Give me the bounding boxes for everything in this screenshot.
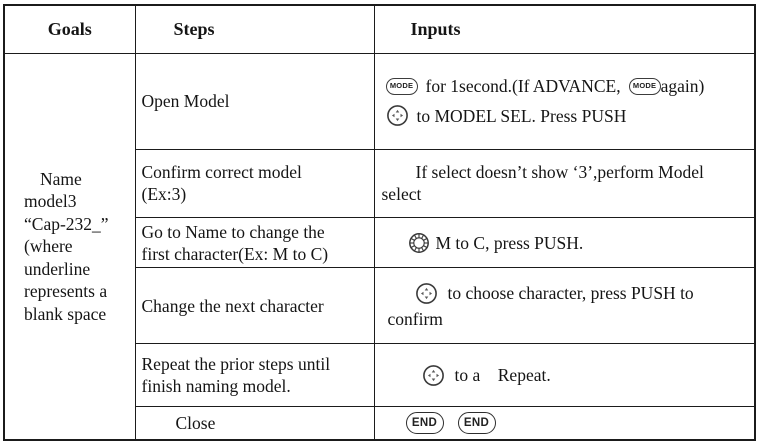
table-row: Go to Name to change the first character… <box>4 216 756 269</box>
inputs-text: for 1second.(If ADVANCE, <box>425 76 621 97</box>
inputs-text: M to C, press PUSH. <box>435 232 584 253</box>
end-button-label: END <box>463 417 490 430</box>
inputs-go-to-name: M to C, press PUSH. <box>373 216 756 269</box>
end-button-icon: END <box>405 412 444 435</box>
inputs-text: confirm <box>387 308 443 329</box>
inputs-text: select <box>381 184 422 205</box>
goals-line: underline <box>24 258 91 279</box>
goals-line: “Cap-232_” <box>24 213 109 234</box>
inputs-line: MODE for 1second.(If ADVANCE, MODE again… <box>385 75 755 97</box>
end-button-icon: END <box>457 412 496 435</box>
goals-line: model3 <box>24 191 77 212</box>
inputs-text: to choose character, press PUSH to <box>447 283 694 304</box>
step-confirm-model: Confirm correct model (Ex:3) <box>134 148 375 218</box>
goals-line: (where <box>24 236 73 257</box>
inputs-repeat: to a Repeat. <box>373 343 756 408</box>
inputs-line: to a Repeat. <box>422 364 755 387</box>
goals-line: Name <box>40 168 82 189</box>
dpad-selector-icon <box>415 282 437 304</box>
inputs-confirm-model: If select doesn’t show ‘3’,perform Model… <box>373 148 756 218</box>
step-text: Change the next character <box>141 295 324 316</box>
inputs-open-model: MODE for 1second.(If ADVANCE, MODE again… <box>373 52 756 150</box>
step-go-to-name: Go to Name to change the first character… <box>134 216 375 269</box>
mode-button-label: MODE <box>389 81 414 91</box>
table-row: Change the next character to choose char… <box>4 267 756 345</box>
inputs-text: again) <box>660 76 705 97</box>
inputs-change-next-character: to choose character, press PUSH to confi… <box>373 267 756 345</box>
inputs-close: END END <box>373 406 756 441</box>
table-row: Close END END <box>4 406 756 441</box>
dial-knob-icon <box>408 232 429 253</box>
step-repeat-prior-steps: Repeat the prior steps until finish nami… <box>134 343 375 408</box>
inputs-line: to choose character, press PUSH to <box>375 282 754 305</box>
header-steps: Steps <box>134 4 375 54</box>
step-text: Repeat the prior steps until <box>141 354 331 375</box>
step-text: Confirm correct model <box>141 162 302 183</box>
step-open-model: Open Model <box>134 52 375 150</box>
step-text: Open Model <box>141 91 230 112</box>
dpad-selector-icon <box>422 364 444 386</box>
mode-button-label: MODE <box>632 81 657 91</box>
mode-button-icon: MODE <box>385 77 418 95</box>
inputs-text: If select doesn’t show ‘3’,perform Model <box>415 162 704 183</box>
step-text: (Ex:3) <box>141 184 187 205</box>
inputs-line: M to C, press PUSH. <box>408 232 755 254</box>
goals-cell: Name model3 “Cap-232_” (where underline … <box>3 52 136 441</box>
inputs-text: to MODEL SEL. Press PUSH <box>416 105 627 126</box>
instruction-table: Goals Steps Inputs Name model3 “Cap-232_… <box>3 4 756 441</box>
header-inputs: Inputs <box>373 4 756 54</box>
header-row: Goals Steps Inputs <box>3 4 756 54</box>
dpad-selector-icon <box>386 105 408 127</box>
mode-button-icon: MODE <box>628 77 661 95</box>
step-text: Go to Name to change the <box>141 221 325 242</box>
table-row: Confirm correct model (Ex:3) If select d… <box>4 148 756 218</box>
step-close: Close <box>134 406 375 441</box>
step-change-next-character: Change the next character <box>134 267 375 345</box>
step-text: finish naming model. <box>141 376 291 397</box>
goals-line: blank space <box>24 303 107 324</box>
header-goals: Goals <box>3 4 136 54</box>
table-row: Repeat the prior steps until finish nami… <box>4 343 756 408</box>
inputs-line: to MODEL SEL. Press PUSH <box>386 104 755 127</box>
step-text: first character(Ex: M to C) <box>141 243 329 264</box>
end-button-label: END <box>411 417 438 430</box>
goals-line: represents a <box>24 281 108 302</box>
inputs-text: to a Repeat. <box>454 365 551 386</box>
step-text: Close <box>175 413 216 434</box>
inputs-line: END END <box>405 412 755 435</box>
table-row: Name model3 “Cap-232_” (where underline … <box>3 52 756 441</box>
